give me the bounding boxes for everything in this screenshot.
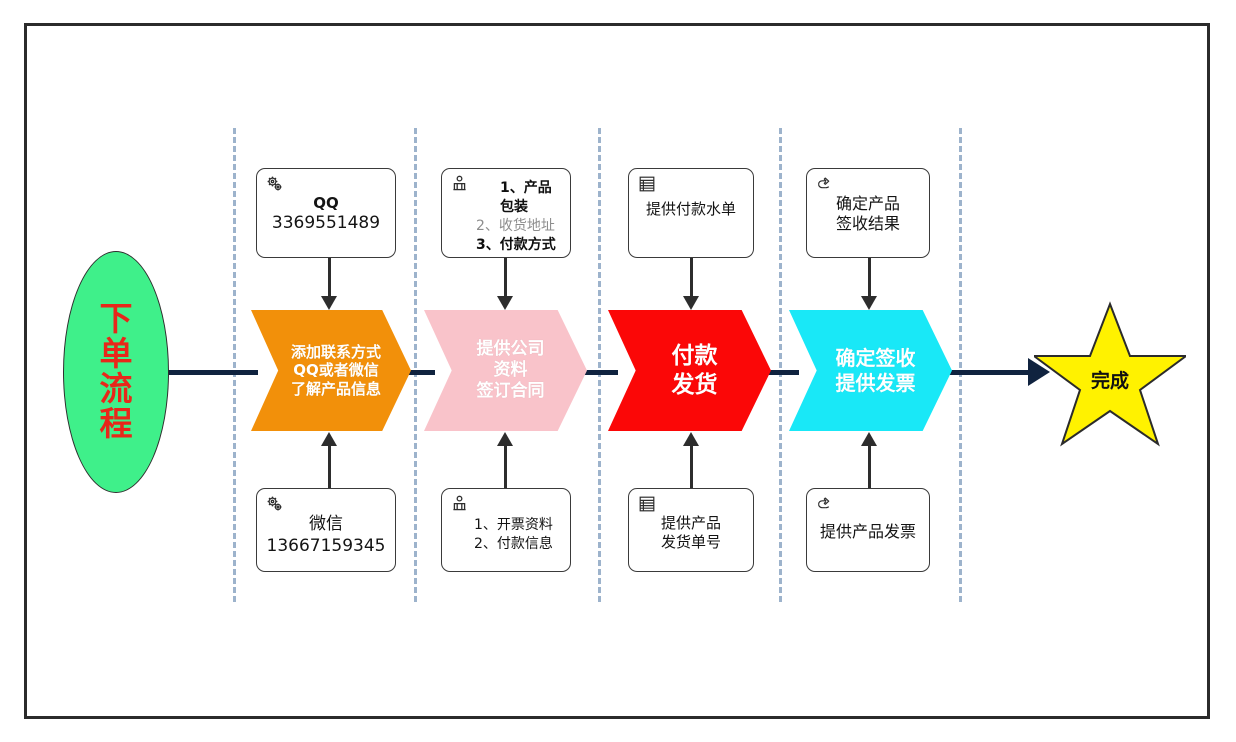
note-stage-1-top[interactable]: QQ 3369551489 (256, 168, 396, 258)
note-line: 1、开票资料 (474, 517, 553, 533)
lane-divider-5 (959, 128, 962, 602)
connector-arrow-stage-1-top (321, 296, 337, 310)
note-stage-4-top[interactable]: 确定产品 签收结果 (806, 168, 930, 258)
connector-stage-2-top (504, 258, 507, 300)
person-podium-icon (450, 174, 470, 194)
note-stage-4-bottom-body: 提供产品发票 (813, 494, 923, 542)
start-node-label: 下单流程 (99, 299, 133, 443)
connector-arrow-stage-2-top (497, 296, 513, 310)
chevron-stage-2-label: 提供公司 资料 签订合同 (476, 339, 545, 401)
connector-arrow-stage-2-bottom (497, 432, 513, 446)
spine-segment-3-4 (755, 370, 799, 375)
note-stage-1-top-body: QQ 3369551489 (263, 174, 389, 235)
note-stage-2-top-body: 1、产品包装 2、收货地址 3、付款方式 (448, 174, 564, 255)
note-line: 提供产品 (660, 514, 721, 532)
pointing-hand-icon (815, 174, 835, 194)
note-stage-3-bottom-body: 提供产品 发货单号 (635, 494, 747, 552)
note-stage-1-bottom-body: 微信 13667159345 (263, 494, 389, 558)
note-stage-2-bottom-body: 1、开票资料 2、付款信息 (448, 494, 564, 554)
spine-segment-4-end (936, 370, 1036, 375)
end-node-label: 完成 (1090, 369, 1129, 392)
spine-segment-start (168, 370, 258, 375)
note-line: 2、付款信息 (474, 535, 553, 552)
spine-segment-2-3 (570, 370, 618, 375)
note-line: 提供产品发票 (819, 522, 916, 541)
note-line: 1、产品包装 (500, 180, 552, 215)
document-list-icon (637, 174, 657, 194)
connector-arrow-stage-1-bottom (321, 432, 337, 446)
note-line: 3369551489 (271, 213, 381, 234)
lane-divider-2 (414, 128, 417, 602)
connector-stage-4-top (868, 258, 871, 300)
document-list-icon (637, 494, 657, 514)
lane-divider-3 (598, 128, 601, 602)
connector-stage-2-bottom (504, 444, 507, 488)
gears-icon (265, 174, 285, 194)
note-stage-4-bottom[interactable]: 提供产品发票 (806, 488, 930, 572)
connector-arrow-stage-4-bottom (861, 432, 877, 446)
connector-arrow-stage-3-bottom (683, 432, 699, 446)
spine-segment-1-2 (395, 370, 435, 375)
note-line: QQ (313, 194, 339, 212)
note-line: 提供付款水单 (645, 200, 736, 218)
note-stage-3-bottom[interactable]: 提供产品 发货单号 (628, 488, 754, 572)
connector-stage-3-bottom (690, 444, 693, 488)
note-line: 3、付款方式 (476, 236, 556, 253)
pointing-hand-icon (815, 494, 835, 514)
connector-stage-1-bottom (328, 444, 331, 488)
note-stage-2-bottom[interactable]: 1、开票资料 2、付款信息 (441, 488, 571, 572)
connector-arrow-stage-4-top (861, 296, 877, 310)
gears-icon (265, 494, 285, 514)
person-podium-icon (450, 494, 470, 514)
connector-stage-1-top (328, 258, 331, 300)
note-stage-1-bottom[interactable]: 微信 13667159345 (256, 488, 396, 572)
chevron-stage-1-label: 添加联系方式 QQ或者微信 了解产品信息 (290, 343, 381, 398)
connector-stage-4-bottom (868, 444, 871, 488)
note-stage-2-top[interactable]: 1、产品包装 2、收货地址 3、付款方式 (441, 168, 571, 258)
chevron-stage-3-label: 付款 发货 (671, 343, 718, 398)
start-node-order-process[interactable]: 下单流程 (63, 251, 169, 493)
chevron-stage-4-label: 确定签收 提供发票 (835, 346, 916, 395)
note-line: 2、收货地址 (476, 217, 555, 234)
note-stage-3-top-body: 提供付款水单 (635, 174, 747, 219)
lane-divider-4 (779, 128, 782, 602)
note-line: 微信 (309, 514, 343, 534)
star-shape (1034, 301, 1186, 447)
note-line: 确定产品 (835, 194, 900, 213)
connector-arrow-stage-3-top (683, 296, 699, 310)
lane-divider-1 (233, 128, 236, 602)
note-line: 签收结果 (835, 214, 900, 234)
end-node-finish[interactable]: 完成 (1034, 300, 1186, 448)
connector-stage-3-top (690, 258, 693, 300)
note-line: 13667159345 (266, 535, 386, 556)
note-line: 发货单号 (660, 533, 721, 552)
note-stage-3-top[interactable]: 提供付款水单 (628, 168, 754, 258)
note-stage-4-top-body: 确定产品 签收结果 (813, 174, 923, 235)
